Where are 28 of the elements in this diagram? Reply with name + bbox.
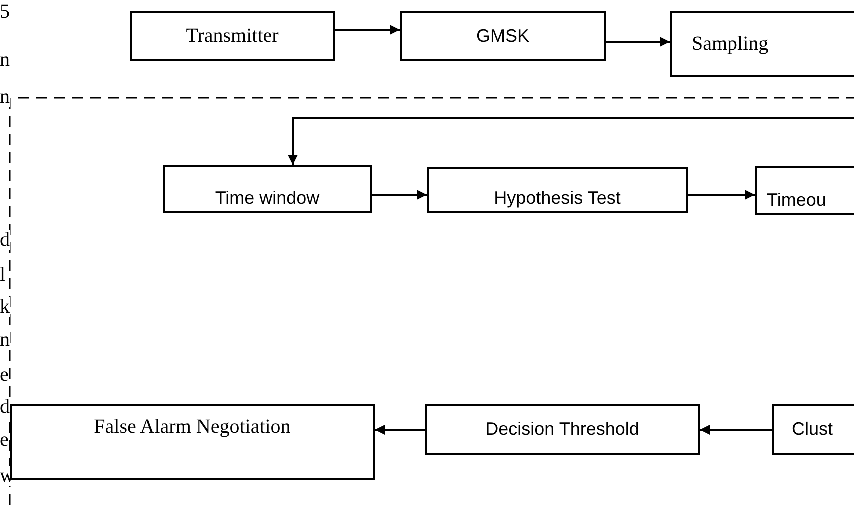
process-box xyxy=(772,404,854,455)
process-box xyxy=(427,167,688,213)
box-label: Timeou xyxy=(767,190,826,211)
box-label: Sampling xyxy=(692,32,769,56)
box-label: Clust xyxy=(792,419,834,440)
process-box xyxy=(425,404,700,455)
box-label: Decision Threshold xyxy=(486,419,640,440)
arrow xyxy=(688,190,755,200)
arrow xyxy=(335,25,400,35)
cut-off-text-fragment: d xyxy=(0,397,10,417)
process-box xyxy=(130,11,335,61)
box-label: GMSK xyxy=(476,26,530,46)
arrow xyxy=(372,190,427,200)
process-box xyxy=(755,166,854,215)
cut-off-text-fragment: d xyxy=(0,230,10,250)
arrow xyxy=(606,37,670,47)
process-box xyxy=(10,404,375,480)
process-box xyxy=(400,11,606,61)
box-label: Transmitter xyxy=(186,24,279,48)
process-box xyxy=(670,11,854,77)
process-box xyxy=(163,165,372,213)
cut-off-text-fragment: k xyxy=(0,297,10,317)
arrow xyxy=(288,117,854,165)
arrow xyxy=(375,425,425,435)
box-label: Hypothesis Test xyxy=(494,188,621,209)
box-label: False Alarm Negotiation xyxy=(94,416,291,439)
arrow xyxy=(700,425,772,435)
box-label: Time window xyxy=(215,188,320,209)
